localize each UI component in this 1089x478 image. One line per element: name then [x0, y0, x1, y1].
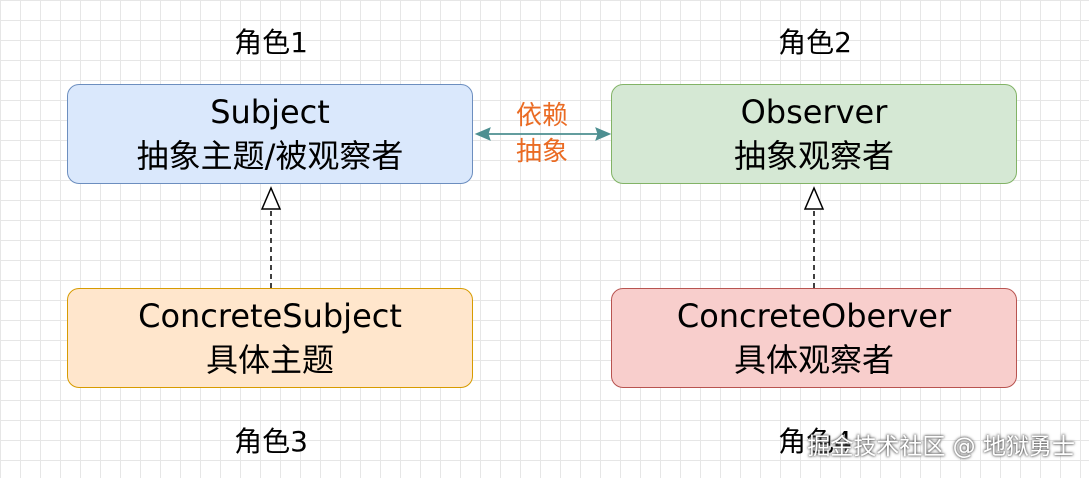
concrete-observer-box[interactable]: ConcreteOberver 具体观察者: [611, 288, 1017, 388]
subject-title: Subject: [210, 93, 330, 131]
relation-label-line1: 依赖: [515, 101, 568, 131]
dependency-arrow: [474, 127, 612, 141]
observer-box[interactable]: Observer 抽象观察者: [611, 84, 1017, 184]
relation-label: 依赖 抽象: [490, 98, 594, 170]
relation-label-line2: 抽象: [515, 137, 568, 167]
observer-subtitle: 抽象观察者: [733, 137, 894, 175]
concrete-subject-title: ConcreteSubject: [138, 297, 402, 335]
subject-subtitle: 抽象主题/被观察者: [136, 137, 404, 175]
concrete-subject-box[interactable]: ConcreteSubject 具体主题: [67, 288, 473, 388]
concrete-subject-subtitle: 具体主题: [205, 341, 334, 379]
watermark: 掘金技术社区 @ 地狱勇士: [807, 434, 1075, 460]
subject-box[interactable]: Subject 抽象主题/被观察者: [67, 84, 473, 184]
concrete-observer-subtitle: 具体观察者: [733, 341, 894, 379]
role-label-4: 角色4: [778, 425, 852, 458]
concrete-observer-title: ConcreteOberver: [676, 297, 952, 335]
role-label-3: 角色3: [234, 425, 308, 458]
realization-arrow-subject: [260, 186, 282, 288]
observer-title: Observer: [740, 93, 888, 131]
realization-arrow-observer: [803, 186, 825, 288]
role-label-1: 角色1: [234, 26, 308, 59]
role-label-2: 角色2: [778, 26, 852, 59]
